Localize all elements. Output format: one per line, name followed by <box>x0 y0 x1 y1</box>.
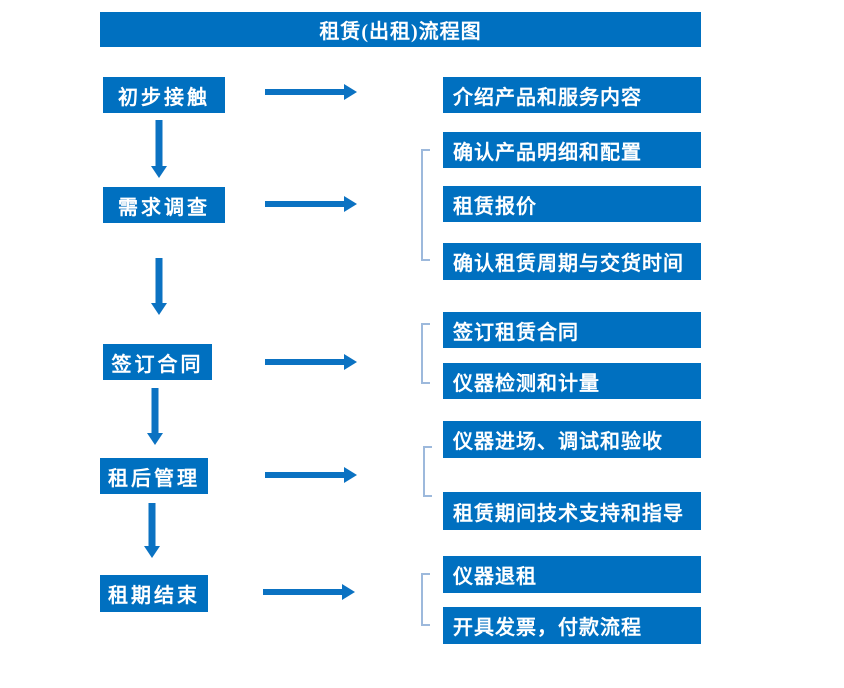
detail-instrument-entry-acceptance: 仪器进场、调试和验收 <box>443 421 701 458</box>
detail-instrument-return: 仪器退租 <box>443 556 701 593</box>
arrow-head-icon <box>344 196 357 212</box>
arrow-shaft <box>265 472 345 478</box>
detail-sign-rental-contract: 签订租赁合同 <box>443 312 701 348</box>
group-bracket-demand-survey <box>421 149 430 261</box>
step-sign-contract: 签订合同 <box>103 344 212 380</box>
arrow-down-4 <box>144 503 160 558</box>
arrow-shaft <box>155 258 163 304</box>
arrow-head-icon <box>344 84 357 100</box>
arrow-down-3 <box>147 388 163 445</box>
arrow-head-icon <box>144 546 160 558</box>
arrow-head-icon <box>342 584 355 600</box>
arrow-down-2 <box>151 258 167 315</box>
arrow-down-1 <box>151 120 167 178</box>
arrow-head-icon <box>344 467 357 483</box>
arrow-shaft <box>155 120 163 167</box>
arrow-right-3 <box>265 354 357 370</box>
detail-technical-support: 租赁期间技术支持和指导 <box>443 492 701 530</box>
detail-confirm-product-config: 确认产品明细和配置 <box>443 132 701 168</box>
arrow-head-icon <box>344 354 357 370</box>
arrow-shaft <box>151 388 159 434</box>
arrow-shaft <box>265 201 345 207</box>
page-title: 租赁(出租)流程图 <box>100 12 701 47</box>
arrow-shaft <box>265 89 345 95</box>
detail-invoice-payment: 开具发票，付款流程 <box>443 607 701 644</box>
arrow-shaft <box>265 359 345 365</box>
group-bracket-sign-contract <box>421 323 430 384</box>
detail-introduce-products: 介绍产品和服务内容 <box>443 77 701 113</box>
arrow-right-5 <box>263 584 355 600</box>
step-demand-survey: 需求调查 <box>103 187 225 223</box>
arrow-right-1 <box>265 84 357 100</box>
arrow-shaft <box>263 589 343 595</box>
group-bracket-rental-end <box>421 573 430 626</box>
arrow-shaft <box>148 503 156 547</box>
arrow-right-2 <box>265 196 357 212</box>
arrow-head-icon <box>151 166 167 178</box>
detail-rental-quote: 租赁报价 <box>443 186 701 222</box>
step-rental-end: 租期结束 <box>100 575 208 612</box>
group-bracket-post-rental <box>423 446 432 497</box>
detail-instrument-testing: 仪器检测和计量 <box>443 363 701 399</box>
step-initial-contact: 初步接触 <box>103 77 225 113</box>
arrow-right-4 <box>265 467 357 483</box>
arrow-head-icon <box>151 303 167 315</box>
detail-confirm-rental-period: 确认租赁周期与交货时间 <box>443 243 701 280</box>
step-post-rental-management: 租后管理 <box>100 458 208 494</box>
arrow-head-icon <box>147 433 163 445</box>
